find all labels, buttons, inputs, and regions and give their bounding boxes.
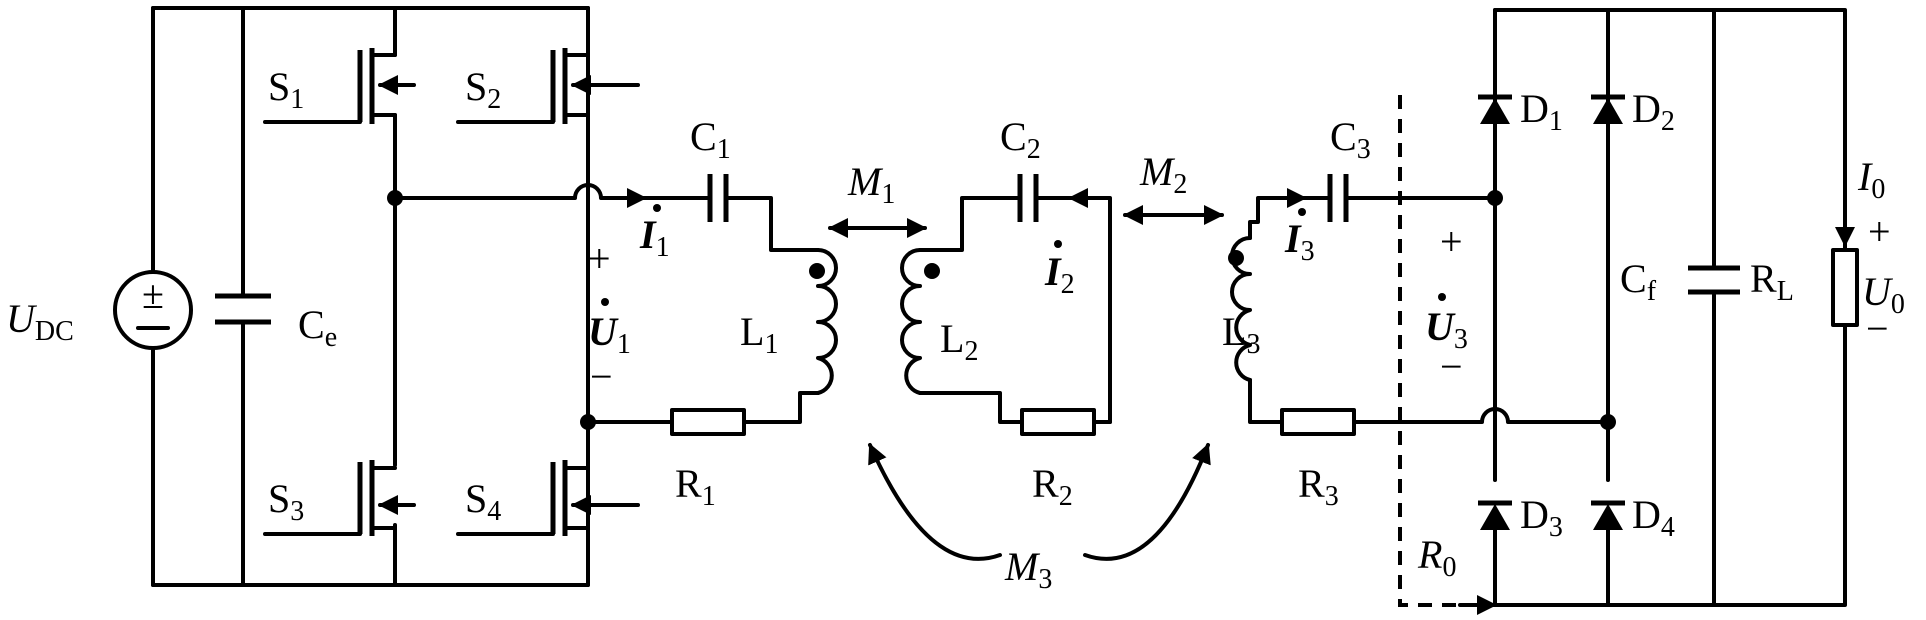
h-bridge-legs [393,6,590,587]
i1-phasor-dot [653,204,661,212]
u1-minus: − [590,354,613,399]
capacitor-c1 [670,174,820,252]
d3-label: D3 [1520,492,1563,543]
s3-label: S3 [268,476,304,527]
i2-phasor-dot [1054,240,1062,248]
u3-plus: + [1440,219,1463,264]
capacitor-cf [1688,265,1740,295]
l1-label: L1 [740,309,778,360]
c2-label: C2 [1000,114,1041,165]
bridge-output-wires [393,113,712,424]
l2-polarity-dot [924,263,940,279]
switch-s1 [263,48,416,124]
u0-plus: + [1868,209,1891,254]
d4-label: D4 [1632,492,1675,543]
inductor-l3 [1230,196,1332,424]
switch-s2 [456,48,640,124]
u0-label: U0 [1862,269,1905,320]
d1-label: D1 [1520,86,1563,137]
d2-label: D2 [1632,86,1675,137]
l2-label: L2 [940,316,978,367]
diode-d2 [1591,94,1625,124]
dc-voltage-source: ± [113,270,193,350]
u1-label: U1 [588,309,631,360]
l1-polarity-dot [809,263,825,279]
s2-label: S2 [465,64,501,115]
l3-label: L3 [1222,309,1260,360]
udc-label: UDC [6,296,74,347]
resistor-r3 [1280,407,1610,436]
m1-label: M1 [847,159,895,210]
u3-label: U3 [1425,304,1468,355]
junction-dot [1487,190,1503,206]
c1-label: C1 [690,114,731,165]
i1-label: I1 [639,212,670,263]
u3-phasor-dot [1438,293,1446,301]
m3-arrow-left [868,443,1002,561]
inductor-l2 [900,196,1022,412]
resistor-r2 [998,408,1112,436]
switch-s3 [263,460,416,536]
rl-label: RL [1750,256,1794,307]
r1-label: R1 [675,461,716,512]
resistor-r1 [586,391,820,436]
u3-minus: − [1440,344,1463,389]
r3-label: R3 [1298,461,1339,512]
u1-phasor-dot [601,298,609,306]
i2-label: I2 [1044,249,1075,300]
svg-text:±: ± [142,272,164,317]
r2-label: R2 [1032,461,1073,512]
diode-d4 [1591,500,1625,530]
rectifier-wires [1493,8,1847,607]
cf-label: Cf [1620,256,1657,307]
r0-label: R0 [1417,532,1456,583]
c3-label: C3 [1330,114,1371,165]
inductor-l1 [816,248,838,395]
u0-minus: − [1866,306,1889,351]
m3-arrow-right [1083,443,1211,561]
junction-dot [387,190,403,206]
s1-label: S1 [268,64,304,115]
i3-phasor-dot [1298,208,1306,216]
ce-label: Ce [298,302,337,353]
capacitor-ce [215,293,271,325]
m2-label: M2 [1139,149,1187,200]
i0-label: I0 [1857,154,1885,205]
junction-dot [1600,414,1616,430]
diode-d3 [1478,500,1512,530]
resistor-rl [1831,248,1859,327]
l3-polarity-dot [1228,250,1244,266]
u1-plus: + [588,236,611,281]
i3-label: I3 [1284,216,1315,267]
switch-s4 [456,460,640,587]
r0-boundary [1398,95,1470,607]
capacitor-c2 [1017,174,1112,424]
s4-label: S4 [465,476,501,527]
capacitor-c3 [1327,174,1497,222]
m3-label: M3 [1004,544,1052,595]
diode-d1 [1478,94,1512,124]
